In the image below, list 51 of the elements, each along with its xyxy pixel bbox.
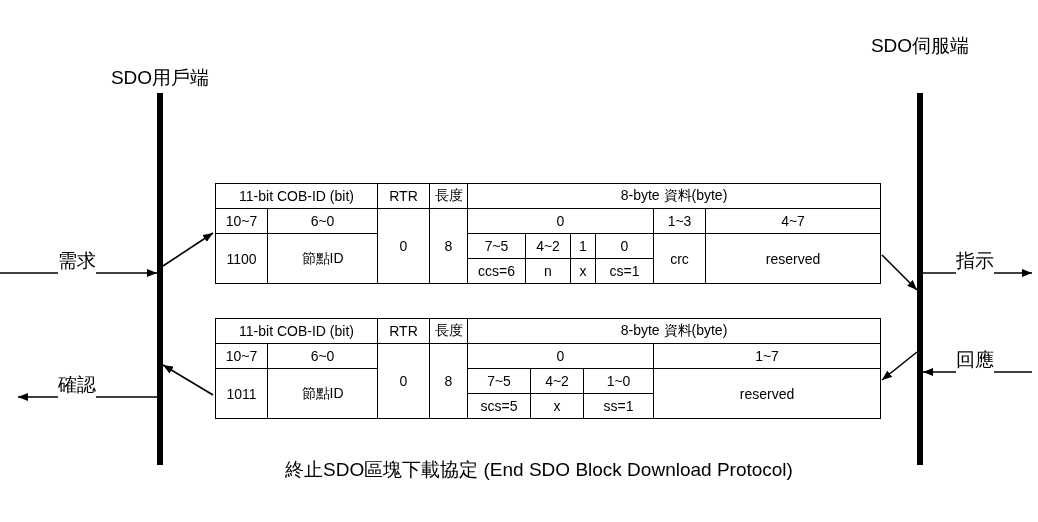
- column-header: 8-byte 資料(byte): [467, 183, 881, 209]
- field-entry: 6~0: [267, 208, 378, 234]
- column-header: 長度: [429, 318, 468, 344]
- arrow: [881, 351, 918, 381]
- field-entry: 4~2: [525, 233, 571, 259]
- arrow: [162, 364, 214, 396]
- field-entry: 0: [595, 233, 654, 259]
- field-entry: x: [530, 393, 584, 419]
- field-entry: 0: [377, 343, 430, 419]
- participant-label: SDO用戶端: [109, 66, 211, 90]
- edge-label: 確認: [58, 372, 96, 398]
- edge-label: 指示: [956, 248, 994, 274]
- field-entry: x: [570, 258, 596, 284]
- field-entry: 10~7: [215, 343, 268, 369]
- message-frame-table: [215, 318, 882, 419]
- column-header: RTR: [377, 318, 430, 344]
- field-entry: reserved: [705, 233, 881, 284]
- field-entry: 0: [467, 208, 654, 234]
- field-entry: crc: [653, 233, 706, 284]
- field-entry: 1: [570, 233, 596, 259]
- field-entry: 7~5: [467, 233, 526, 259]
- arrow: [162, 232, 214, 267]
- field-entry: 8: [429, 343, 468, 419]
- column-header: 11-bit COB-ID (bit): [215, 318, 378, 344]
- edge-label: 需求: [58, 248, 96, 274]
- field-entry: 4~2: [530, 368, 584, 394]
- field-entry: ccs=6: [467, 258, 526, 284]
- field-entry: n: [525, 258, 571, 284]
- field-entry: scs=5: [467, 393, 531, 419]
- column-header: 長度: [429, 183, 468, 209]
- field-entry: 0: [467, 343, 654, 369]
- participant-label: SDO伺服端: [869, 34, 971, 58]
- column-header: RTR: [377, 183, 430, 209]
- field-entry: 6~0: [267, 343, 378, 369]
- diagram-caption: 終止SDO區塊下載協定 (End SDO Block Download Protocol): [284, 458, 794, 482]
- field-entry: 1100: [215, 233, 268, 284]
- field-entry: 1~0: [583, 368, 654, 394]
- field-entry: 1~3: [653, 208, 706, 234]
- message-frame-table: [215, 183, 882, 284]
- column-header: 8-byte 資料(byte): [467, 318, 881, 344]
- field-entry: 1011: [215, 368, 268, 419]
- field-entry: 7~5: [467, 368, 531, 394]
- field-entry: 4~7: [705, 208, 881, 234]
- column-header: 11-bit COB-ID (bit): [215, 183, 378, 209]
- field-entry: 0: [377, 208, 430, 284]
- edge-label: 回應: [956, 347, 994, 373]
- field-entry: 10~7: [215, 208, 268, 234]
- field-entry: 8: [429, 208, 468, 284]
- field-entry: reserved: [653, 368, 881, 419]
- field-entry: 1~7: [653, 343, 881, 369]
- arrow: [881, 254, 918, 291]
